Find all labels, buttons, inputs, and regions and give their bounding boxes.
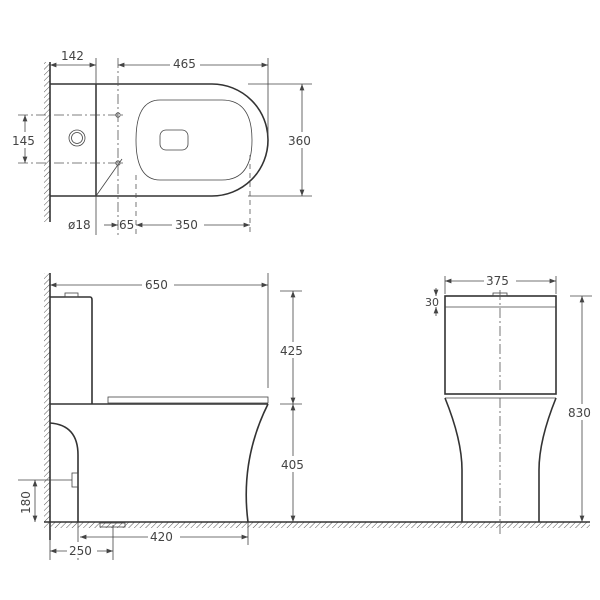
bowl-back-curve [49, 422, 79, 522]
dim-830: 830 [568, 406, 591, 420]
toilet-outline-top [50, 83, 269, 197]
tank-side [50, 296, 93, 404]
dim-425: 425 [280, 344, 303, 358]
pedestal-right [538, 397, 557, 522]
wall-hatch [44, 62, 50, 222]
dim-360: 360 [288, 134, 311, 148]
dim-250: 250 [69, 544, 92, 558]
drain-outlet [99, 522, 126, 528]
floor-hatch [50, 522, 590, 528]
dim-650: 650 [145, 278, 168, 292]
dim-142: 142 [61, 49, 84, 63]
dim-420: 420 [150, 530, 173, 544]
top-view: 142 465 360 145 ø18 65 350 [10, 49, 318, 235]
dim-465: 465 [173, 57, 196, 71]
dim-65: 65 [119, 218, 134, 232]
wall-hatch-side [44, 273, 50, 528]
flush-button-outer [68, 129, 86, 147]
front-view: 375 30 830 [425, 272, 600, 535]
side-view: 650 425 405 180 420 250 [18, 273, 590, 560]
tank-front [444, 295, 557, 395]
bowl-front-curve [245, 403, 269, 523]
flush-button-inner [71, 132, 83, 144]
dim-180: 180 [19, 491, 33, 514]
pedestal-left [444, 397, 463, 522]
dim-350: 350 [175, 218, 198, 232]
dim-405: 405 [281, 458, 304, 472]
leader-line-dia18 [95, 158, 123, 197]
dim-30: 30 [425, 296, 439, 309]
dim-145: 145 [12, 134, 35, 148]
dim-dia18: ø18 [68, 218, 91, 232]
seat-outline [135, 99, 253, 181]
flush-button-side [64, 292, 79, 298]
hinge-cover [159, 129, 189, 151]
water-inlet [71, 472, 79, 488]
dim-375: 375 [486, 274, 509, 288]
seat-side [107, 396, 269, 404]
